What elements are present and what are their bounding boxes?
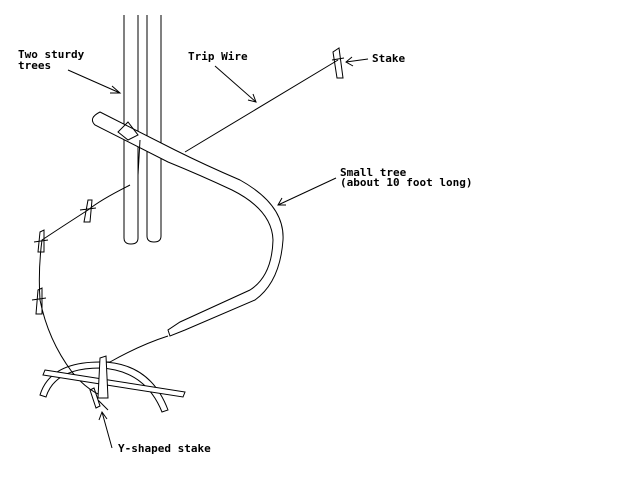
label-small-tree-line1: Small tree	[340, 166, 407, 179]
stake-notch	[331, 57, 345, 61]
trip-wire	[184, 59, 339, 153]
loop-stakes	[31, 199, 97, 315]
snare-trigger-wire	[104, 335, 169, 363]
trip-wire-arrow	[214, 65, 257, 103]
tree-front-edge	[137, 139, 141, 176]
arch-bow	[39, 361, 169, 413]
y-stake-post	[97, 355, 109, 399]
label-trees-line2: trees	[18, 59, 51, 72]
trees-arrow	[67, 69, 121, 94]
stake-arrowhead	[345, 56, 354, 67]
snare-loop-wire	[38, 184, 131, 396]
small-tree-arrowhead	[277, 197, 286, 206]
label-trip-wire: Trip Wire	[188, 50, 248, 63]
y-stake-fork	[89, 387, 109, 411]
y-stake-arrow	[101, 411, 113, 449]
y-stake-arrowhead	[98, 410, 108, 421]
label-y-shaped-stake: Y-shaped stake	[118, 442, 211, 455]
y-stake-assembly	[39, 355, 186, 413]
label-trees-line1: Two sturdy	[18, 48, 85, 61]
tree-trunk-right	[146, 15, 162, 243]
trip-wire-stake	[331, 47, 345, 79]
trees-arrowhead	[110, 85, 122, 94]
callout-arrows	[67, 56, 369, 449]
loop-stake-1	[79, 199, 97, 223]
loop-stake-3	[31, 287, 47, 315]
stake-arrow	[345, 58, 369, 63]
loop-stake-2	[33, 229, 49, 253]
label-stake: Stake	[372, 52, 405, 65]
crossbar	[42, 369, 186, 398]
small-tree	[91, 111, 284, 337]
small-tree-arrow	[277, 177, 337, 206]
tie-knot	[117, 121, 139, 141]
bent-sapling	[91, 111, 284, 337]
label-small-tree-line2: (about 10 foot long)	[340, 176, 472, 189]
stake-post	[332, 47, 344, 79]
trip-wire-arrowhead	[247, 93, 257, 103]
